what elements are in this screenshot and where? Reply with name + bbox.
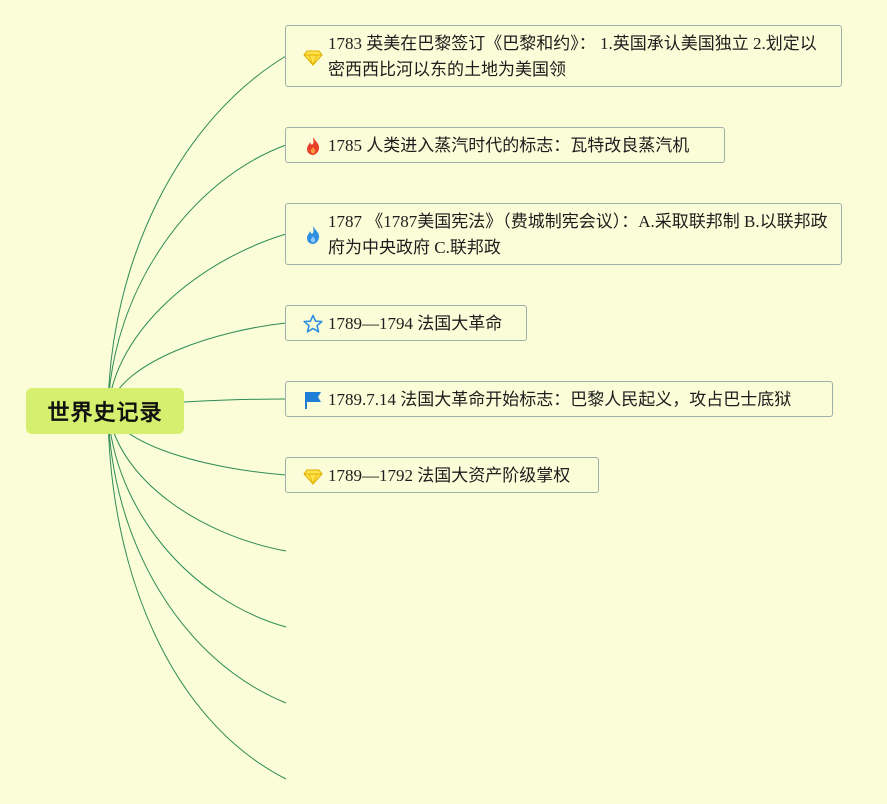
topic-node[interactable]: 1785 人类进入蒸汽时代的标志：瓦特改良蒸汽机 (285, 127, 725, 163)
connector-line (183, 398, 287, 403)
blue-flame-icon (302, 224, 324, 246)
central-topic[interactable]: 世界史记录 (26, 388, 184, 434)
gem-icon (302, 465, 324, 487)
topic-node[interactable]: 1789—1792 法国大资产阶级掌权 (285, 457, 599, 493)
connector-line (107, 233, 287, 411)
connector-line (107, 409, 287, 704)
topic-text: 1789—1794 法国大革命 (328, 314, 503, 333)
topic-text: 1789—1792 法国大资产阶级掌权 (328, 466, 571, 485)
central-topic-label: 世界史记录 (47, 401, 163, 426)
topic-node[interactable]: 1783 英美在巴黎签订《巴黎和约》： 1.英国承认美国独立 2.划定以密西西比… (285, 25, 842, 87)
gem-icon (302, 46, 324, 68)
topic-node[interactable]: 1787 《1787美国宪法》（费城制宪会议）：A.采取联邦制 B.以联邦政府为… (285, 203, 842, 265)
connector-line (107, 144, 287, 411)
topic-text: 1785 人类进入蒸汽时代的标志：瓦特改良蒸汽机 (328, 136, 690, 155)
star-icon (302, 313, 324, 335)
connector-line (107, 409, 287, 780)
connector-line (107, 409, 287, 628)
topic-text: 1787 《1787美国宪法》（费城制宪会议）：A.采取联邦制 B.以联邦政府为… (328, 212, 828, 257)
connector-line (107, 55, 287, 411)
topic-text: 1789.7.14 法国大革命开始标志：巴黎人民起义，攻占巴士底狱 (328, 390, 792, 409)
connector-line (107, 409, 287, 552)
fire-icon (302, 135, 324, 157)
topic-text: 1783 英美在巴黎签订《巴黎和约》： 1.英国承认美国独立 2.划定以密西西比… (328, 34, 817, 79)
topic-node[interactable]: 1789—1794 法国大革命 (285, 305, 527, 341)
flag-icon (302, 389, 324, 411)
topic-node[interactable]: 1789.7.14 法国大革命开始标志：巴黎人民起义，攻占巴士底狱 (285, 381, 833, 417)
